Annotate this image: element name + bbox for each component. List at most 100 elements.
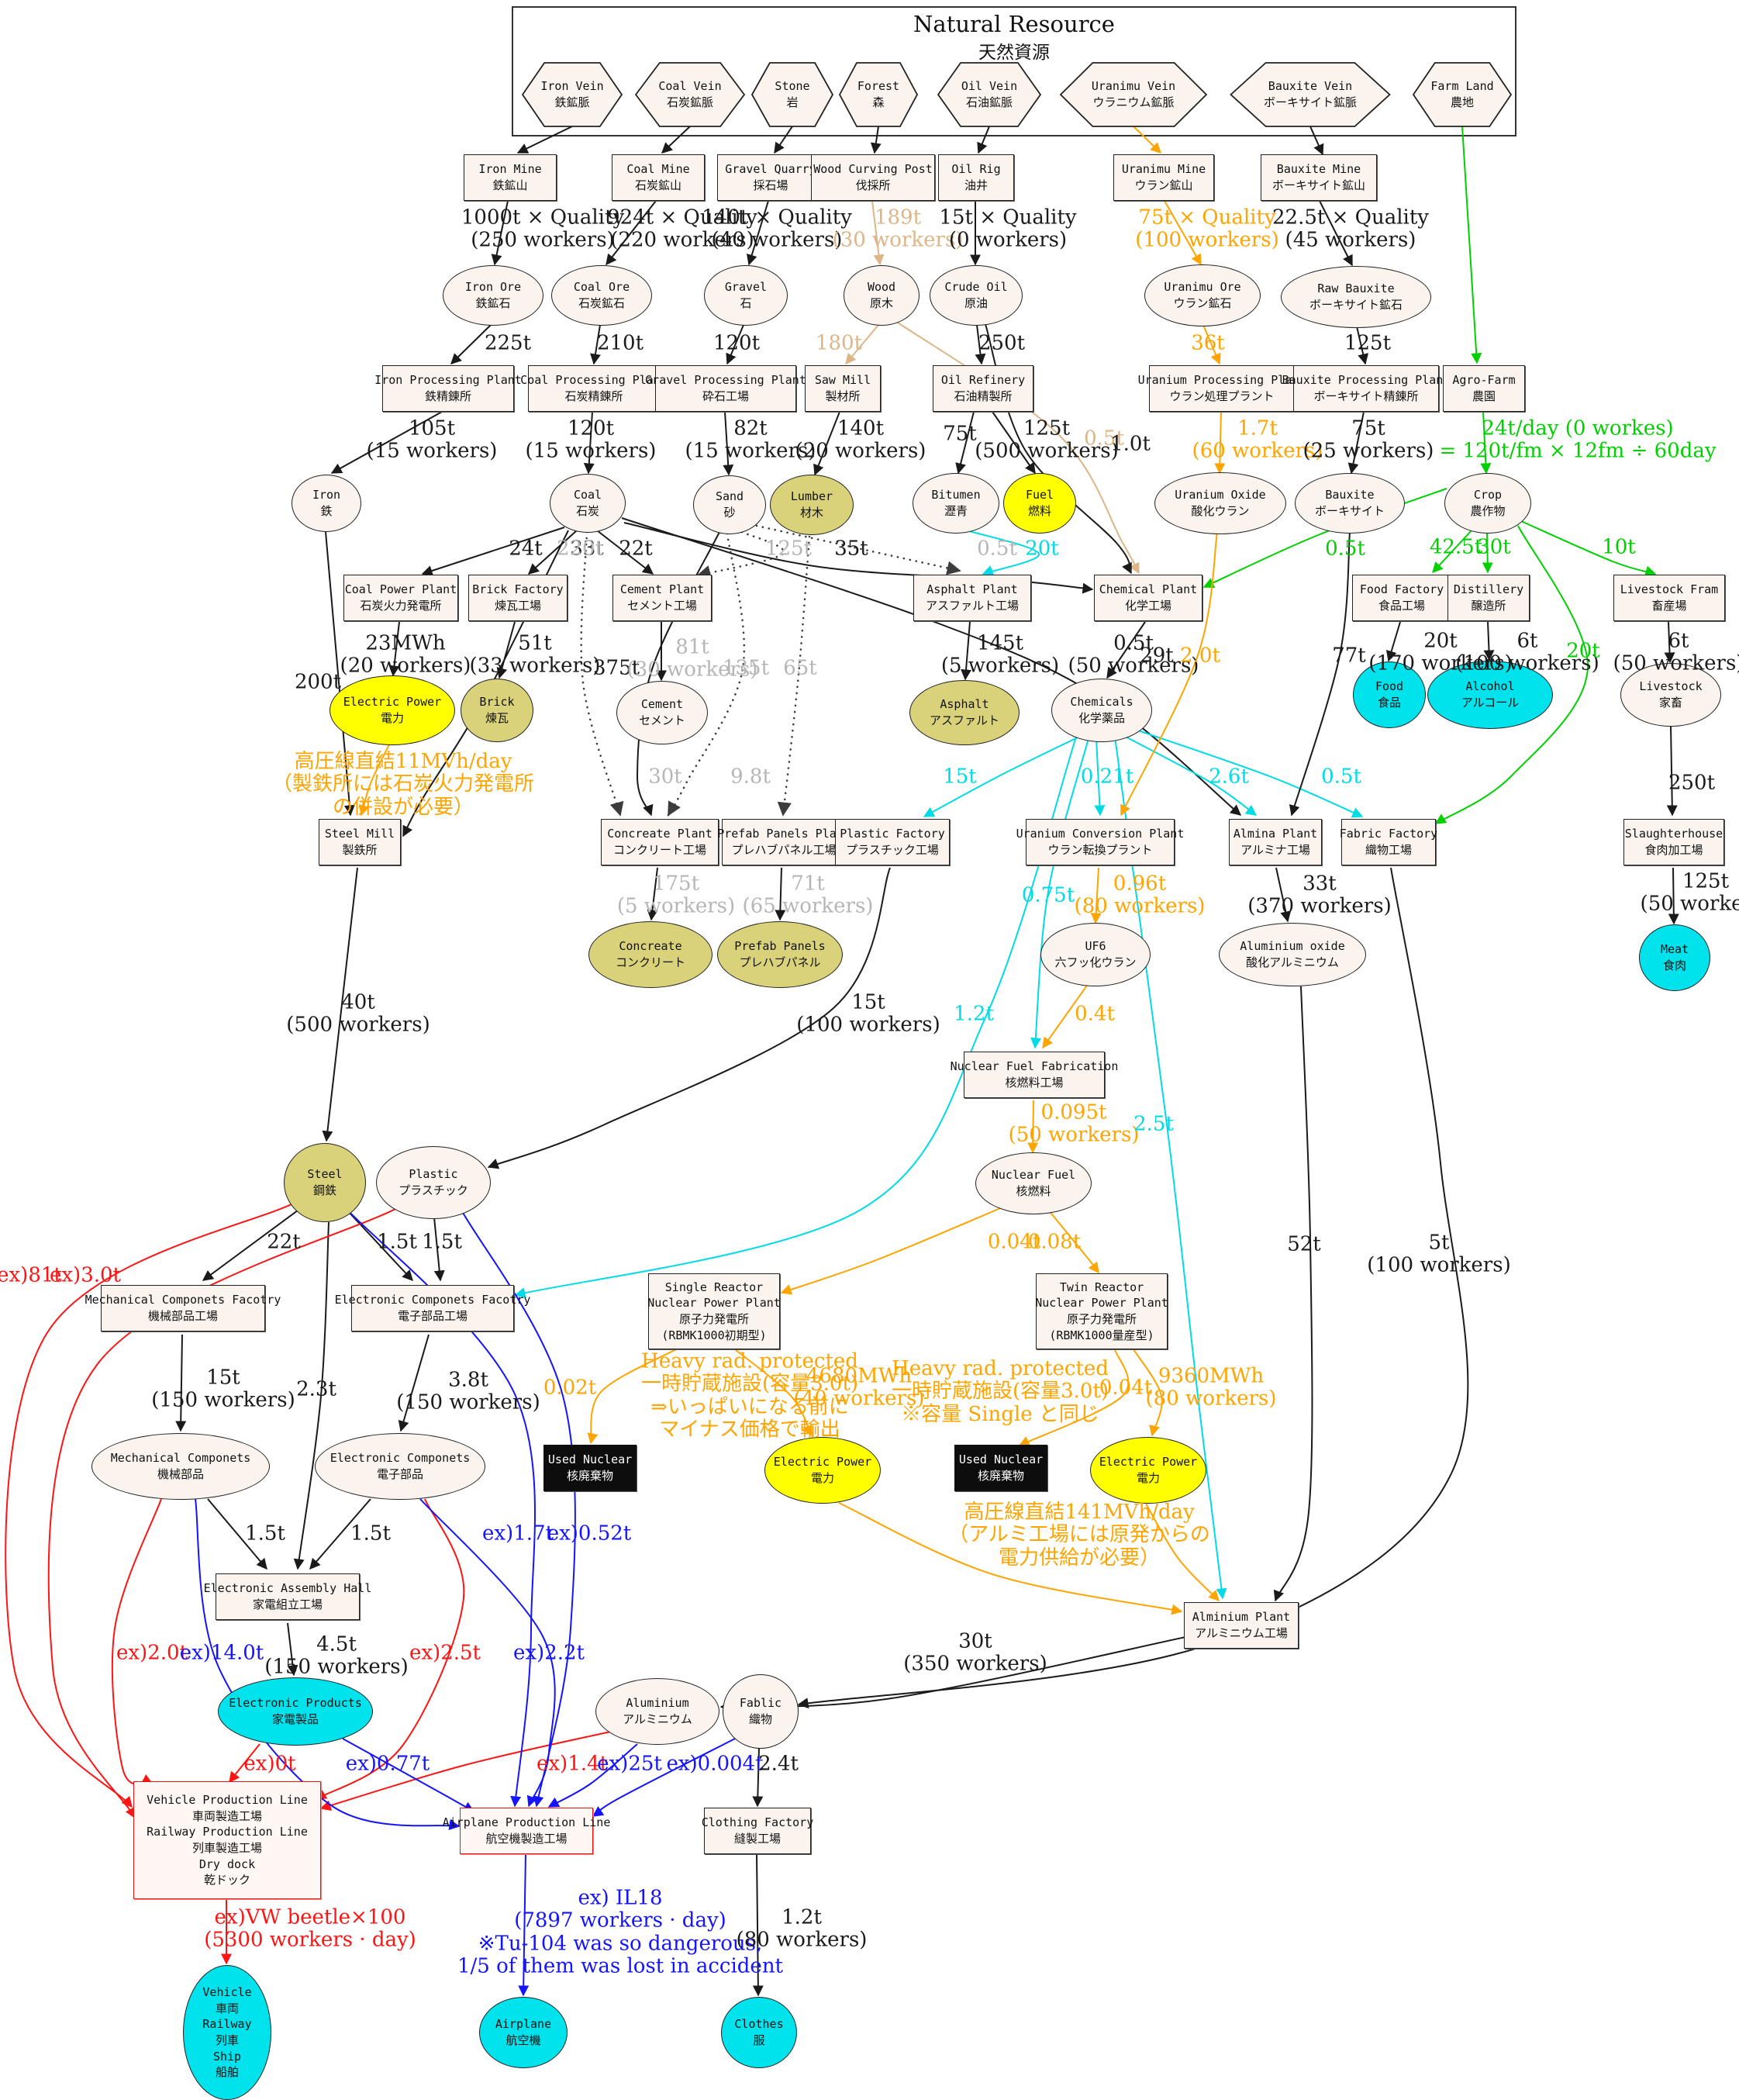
edge-label: 1.7t (60 workers) <box>1192 416 1323 463</box>
flow-edge <box>325 531 355 817</box>
flow-edge <box>1137 730 1364 818</box>
flow-edge <box>755 524 961 575</box>
edge-label: 24t <box>509 537 543 561</box>
edge-label: ex) IL18 (7897 workers · day) ※Tu-104 wa… <box>457 1886 784 1978</box>
flow-edge <box>955 411 975 475</box>
frame-subtitle: 天然資源 <box>978 43 1050 63</box>
hex-farm-land-shape <box>1412 62 1513 127</box>
flow-edge <box>975 324 986 365</box>
flow-edge <box>966 530 1040 576</box>
edge-label: 0.04t <box>987 1230 1041 1254</box>
flow-edge <box>175 1334 187 1432</box>
edge-label: 10t <box>1602 535 1636 559</box>
edge-label: 33t (370 workers) <box>1247 872 1392 918</box>
flow-edge <box>583 411 595 475</box>
edge-label: ex)1.7t <box>482 1521 554 1546</box>
flow-edge <box>1347 411 1365 475</box>
edge-label: 5t (100 workers) <box>1367 1231 1511 1277</box>
edge-label: 4680MWh (40 workers) <box>793 1364 925 1411</box>
flow-edge <box>491 200 509 266</box>
flow-edge <box>775 867 786 921</box>
flow-edge <box>661 126 691 154</box>
edge-label: 375t <box>592 656 640 680</box>
flow-edge <box>5 1201 297 1808</box>
flow-edge <box>202 1207 302 1281</box>
flow-edge <box>287 1622 298 1677</box>
flow-edge <box>547 1743 638 1808</box>
edge-label: 9360MWh (80 workers) <box>1145 1364 1277 1411</box>
flow-edge <box>977 126 990 154</box>
flow-edge <box>322 867 358 1142</box>
edge-label: 135t <box>722 656 770 680</box>
edge-label: ex)2.2t <box>513 1641 585 1665</box>
flow-edge <box>780 1206 1005 1295</box>
flow-edge <box>1432 530 1472 574</box>
edge-label: 75t <box>943 422 977 446</box>
edge-label: 20t (170 workers) <box>1368 629 1513 675</box>
edge-label: ex)0.004t <box>666 1752 764 1776</box>
edge-label: 189t (30 workers) <box>832 206 964 252</box>
flow-edge <box>1385 621 1401 662</box>
flow-edge <box>838 1502 1183 1615</box>
flow-edge <box>1483 621 1495 661</box>
flow-edge <box>774 126 793 154</box>
edge-label: 82t (15 workers) <box>685 416 816 463</box>
flow-edge <box>621 517 1242 816</box>
flow-edge <box>647 867 658 921</box>
edge-label: ex)0.77t <box>345 1752 430 1776</box>
edge-label: 125t (500 workers) <box>975 416 1119 463</box>
edge-label: 40t (500 workers) <box>286 990 430 1037</box>
flow-edge <box>1214 411 1226 475</box>
flow-edge <box>1030 737 1089 1049</box>
flow-edge <box>111 1498 162 1786</box>
flow-edge <box>606 200 657 266</box>
edge-label: 120t <box>713 331 761 355</box>
flow-edge <box>1319 200 1353 267</box>
flow-edge <box>315 1498 465 1800</box>
flow-edge <box>1133 126 1162 154</box>
edge-label: 0.095t (50 workers) <box>1008 1100 1140 1147</box>
flow-edge <box>47 1207 398 1819</box>
edge-label: 24t/day (0 workes) = 120t/fm × 12fm ÷ 60… <box>1439 416 1717 463</box>
flow-edge <box>433 1217 445 1282</box>
flow-edge <box>752 1747 764 1808</box>
flow-edge <box>1090 867 1102 924</box>
edge-label: 15t (150 workers) <box>151 1366 295 1412</box>
edge-label: 250t <box>1668 771 1716 795</box>
edge-label: 1.5t <box>245 1521 285 1546</box>
edge-label: 2.4t <box>758 1752 799 1776</box>
flow-edge <box>746 200 769 266</box>
edge-label: 22t <box>619 537 653 561</box>
flow-edge <box>309 1498 371 1570</box>
flow-edge <box>347 1210 413 1282</box>
flow-edge <box>1122 734 1258 816</box>
edge-label: 77t <box>1332 644 1366 668</box>
edge-label: Heavy rad. protected 一時貯蔵施設(容量3.0t) ※容量 … <box>891 1356 1109 1426</box>
flow-edge <box>388 621 400 677</box>
hex-bauxite-vein-shape <box>1230 62 1391 127</box>
flow-edge <box>752 1853 764 1997</box>
edge-label: 4.5t (150 workers) <box>264 1632 409 1679</box>
edge-label: 924t × Quality (220 workers) <box>607 206 757 252</box>
edge-label: 22.5t × Quality (45 workers) <box>1272 206 1429 252</box>
edge-label: 0.02t <box>543 1376 597 1400</box>
